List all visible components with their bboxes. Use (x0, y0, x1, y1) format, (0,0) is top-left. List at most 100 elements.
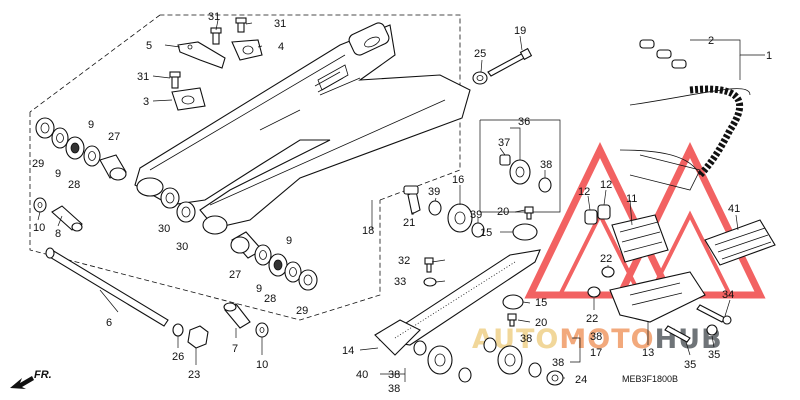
bolt-31c (169, 71, 181, 89)
washer-38e (458, 367, 472, 383)
callout-28: 28 (68, 179, 80, 191)
washer-39a (428, 200, 442, 216)
callout-27: 27 (229, 269, 241, 281)
washer-9b (83, 145, 101, 167)
callout-22: 22 (586, 313, 598, 325)
callout-21: 21 (403, 217, 415, 229)
guide-13 (609, 271, 706, 323)
callout-33: 33 (394, 276, 406, 288)
callout-24: 24 (575, 374, 587, 386)
bushing-27b (230, 231, 263, 259)
collar-7 (223, 302, 251, 329)
callout-9: 9 (88, 119, 94, 131)
front-arrow-icon (10, 376, 34, 389)
washer-9c (254, 244, 272, 266)
callout-38: 38 (552, 357, 564, 369)
lower-rollers (413, 337, 564, 386)
callout-15: 15 (480, 227, 492, 239)
adjuster-bolt-19 (487, 47, 533, 77)
bolt-35a (664, 325, 691, 343)
callout-19: 19 (514, 25, 526, 37)
callout-12: 12 (578, 186, 590, 198)
callout-26: 26 (172, 351, 184, 363)
nut-23 (187, 325, 209, 349)
washer-38a (538, 177, 552, 193)
callout-30: 30 (158, 223, 170, 235)
callout-38: 38 (388, 383, 400, 395)
callout-16: 16 (452, 174, 464, 186)
callout-17: 17 (590, 347, 602, 359)
callout-3: 3 (143, 96, 149, 108)
callout-6: 6 (106, 317, 112, 329)
washer-38d (413, 340, 427, 356)
callout-4: 4 (278, 41, 284, 53)
collar-37 (499, 154, 511, 166)
guide-4 (231, 39, 263, 61)
washer-15a (512, 223, 538, 241)
callout-41: 41 (728, 203, 740, 215)
nut-22b (587, 286, 601, 298)
callout-38: 38 (590, 331, 602, 343)
collar-12a (584, 209, 598, 225)
callout-29: 29 (32, 158, 44, 170)
callout-11: 11 (626, 193, 637, 205)
nut-24 (546, 370, 564, 386)
guide-5 (177, 41, 226, 69)
callout-36: 36 (518, 116, 530, 128)
callout-10: 10 (256, 359, 268, 371)
washer-15b (502, 294, 524, 310)
roller-17 (497, 345, 523, 375)
bushing-27a (99, 154, 127, 181)
guard-41 (704, 219, 776, 266)
fasteners (423, 206, 538, 327)
washer-10a (33, 197, 47, 213)
swingarm (134, 22, 471, 235)
callout-8: 8 (55, 228, 61, 240)
top-guides (169, 17, 263, 111)
callout-37: 37 (498, 137, 510, 149)
bolt-20b (507, 313, 517, 327)
callout-23: 23 (188, 369, 200, 381)
nut-22a (601, 266, 615, 278)
washer-26 (172, 323, 184, 337)
callout-39: 39 (428, 186, 440, 198)
callout-1: 1 (766, 50, 772, 62)
callout-22: 22 (600, 253, 612, 265)
watermark-middle: MOTO (559, 324, 654, 355)
callout-12: 12 (600, 179, 612, 191)
roller-40 (427, 345, 453, 375)
bolt-35b (706, 324, 718, 336)
callout-39: 39 (470, 209, 482, 221)
callout-numbers: 31 31 5 4 31 3 19 25 2 1 9 27 29 9 28 30… (32, 11, 772, 395)
collar-30b (176, 201, 196, 223)
pivot-hardware (33, 197, 269, 349)
chain-joint-2 (639, 39, 687, 69)
callout-20: 20 (497, 206, 509, 218)
callout-38: 38 (520, 333, 532, 345)
leader-lines (37, 19, 765, 382)
guide-3 (171, 87, 206, 111)
bolt-31b (235, 17, 247, 33)
callout-27: 27 (108, 131, 120, 143)
adjuster (472, 47, 533, 85)
chain-guide-assembly (584, 204, 776, 343)
washer-33 (423, 277, 437, 287)
roller-16-group (403, 185, 485, 238)
washer-9a (51, 127, 69, 149)
collar-30a (160, 187, 180, 209)
callout-31: 31 (208, 11, 220, 23)
callout-31: 31 (274, 18, 286, 30)
callout-35: 35 (684, 359, 696, 371)
bolt-32 (424, 257, 434, 273)
washer-38b (483, 337, 497, 353)
callout-20: 20 (535, 317, 547, 329)
front-direction-label: FR. (34, 369, 52, 381)
callout-40: 40 (356, 369, 368, 381)
callout-31: 31 (137, 71, 149, 83)
callout-38: 38 (540, 159, 552, 171)
drive-chain (619, 39, 751, 191)
roller-36 (509, 159, 531, 185)
bearing-28a (65, 136, 85, 160)
collar-12b (597, 204, 611, 220)
callout-18: 18 (362, 225, 374, 237)
